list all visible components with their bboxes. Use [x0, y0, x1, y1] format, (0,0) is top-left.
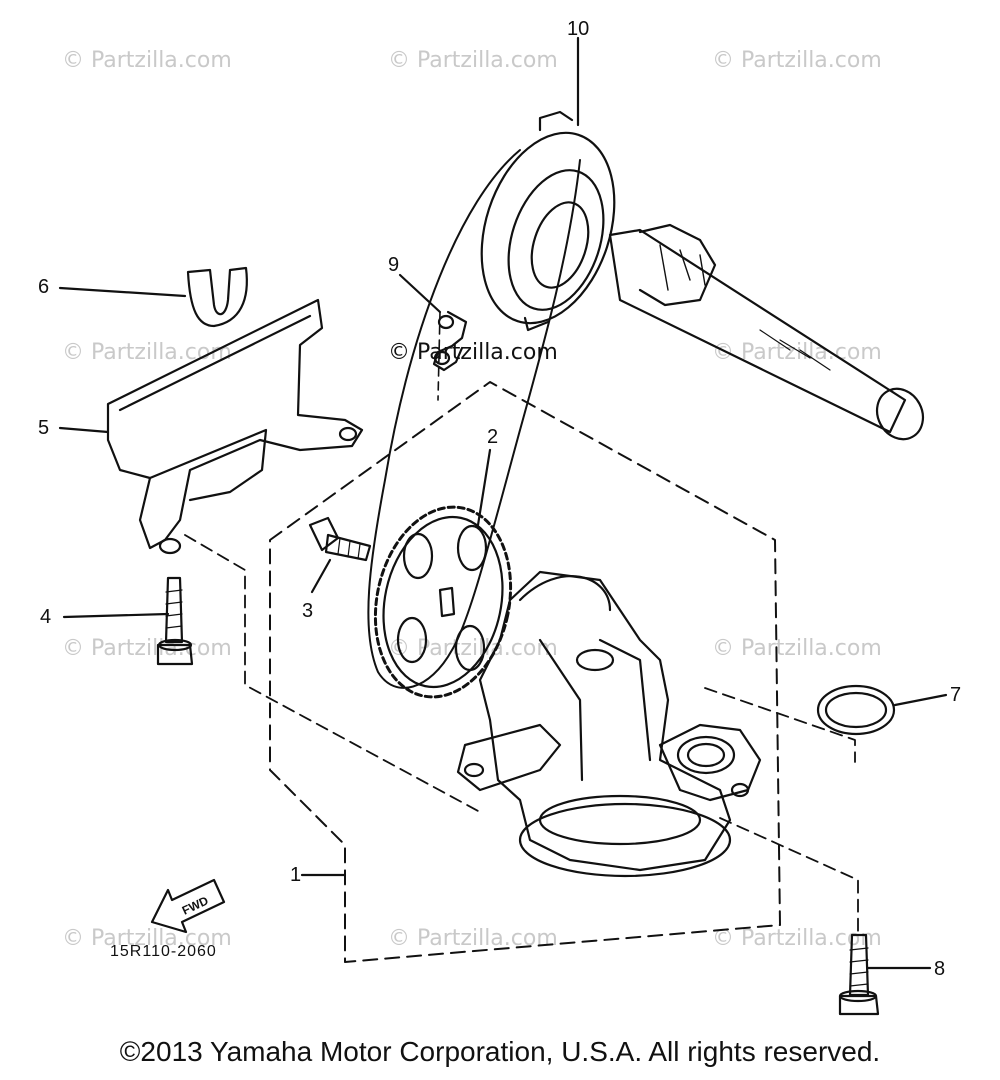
- chain-guide-5: [106, 298, 364, 550]
- callout-6: 6: [38, 276, 50, 298]
- leader-5: [58, 426, 110, 434]
- watermark: © Partzilla.com: [712, 340, 882, 365]
- leader-3: [310, 558, 332, 594]
- callout-5: 5: [38, 417, 50, 439]
- callout-8: 8: [934, 958, 946, 980]
- watermark: © Partzilla.com: [388, 636, 558, 661]
- leader-6: [58, 286, 187, 298]
- drawing-code: 15R110-2060: [110, 943, 217, 960]
- driven-sprocket-2: [373, 505, 513, 699]
- watermark: © Partzilla.com: [62, 48, 232, 73]
- leader-7: [893, 693, 948, 707]
- callout-2: 2: [487, 426, 499, 448]
- dashed-guide-8: [719, 817, 859, 936]
- callout-1: 1: [290, 864, 302, 886]
- screw-4: [164, 576, 184, 644]
- watermark: © Partzilla.com: [712, 926, 882, 951]
- callout-7: 7: [950, 684, 962, 706]
- drive-sprocket-10: [480, 131, 616, 325]
- watermark: © Partzilla.com: [388, 48, 558, 73]
- callout-10: 10: [567, 18, 590, 40]
- callout-4: 4: [40, 606, 52, 628]
- crank-shaft: [608, 228, 907, 434]
- watermark: © Partzilla.com: [712, 48, 882, 73]
- leader-4: [62, 612, 170, 619]
- o-ring-7: [816, 684, 896, 736]
- dashed-guide-9: [437, 311, 441, 401]
- watermark: © Partzilla.com: [62, 926, 232, 951]
- drive-chain: [367, 149, 581, 689]
- fwd-label: FWD: [180, 893, 211, 917]
- watermark: © Partzilla.com: [62, 340, 232, 365]
- oil-pump-1: [478, 570, 732, 872]
- dashed-guide-7: [704, 687, 856, 763]
- callout-3: 3: [302, 600, 314, 622]
- center-watermark: © Partzilla.com: [388, 340, 558, 365]
- leader-2: [476, 448, 492, 527]
- leader-9: [398, 273, 442, 314]
- watermark: © Partzilla.com: [62, 636, 232, 661]
- watermark: © Partzilla.com: [712, 636, 882, 661]
- callout-9: 9: [388, 254, 400, 276]
- assembly-dashed-outline: [269, 381, 781, 963]
- clip-6: [186, 266, 248, 328]
- copyright-footer: ©2013 Yamaha Motor Corporation, U.S.A. A…: [119, 1036, 881, 1067]
- bolt-3: [308, 516, 340, 552]
- fwd-arrow-icon: [150, 878, 226, 934]
